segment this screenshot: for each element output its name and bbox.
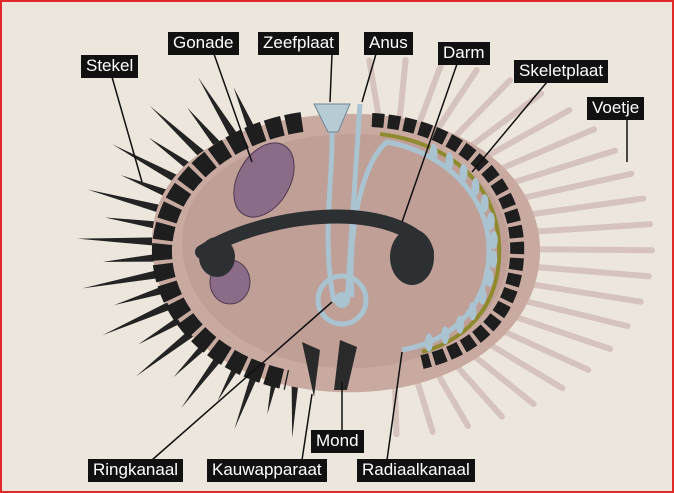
leader-kauwapparaat [302,394,312,460]
leader-darm [402,64,457,222]
leader-zeefplaat [330,54,332,102]
leader-stekel [112,77,142,182]
leader-radiaalkanaal [387,352,402,460]
leader-gonade [214,54,252,162]
leader-skeletplaat [472,82,547,172]
leader-anus [362,54,376,102]
